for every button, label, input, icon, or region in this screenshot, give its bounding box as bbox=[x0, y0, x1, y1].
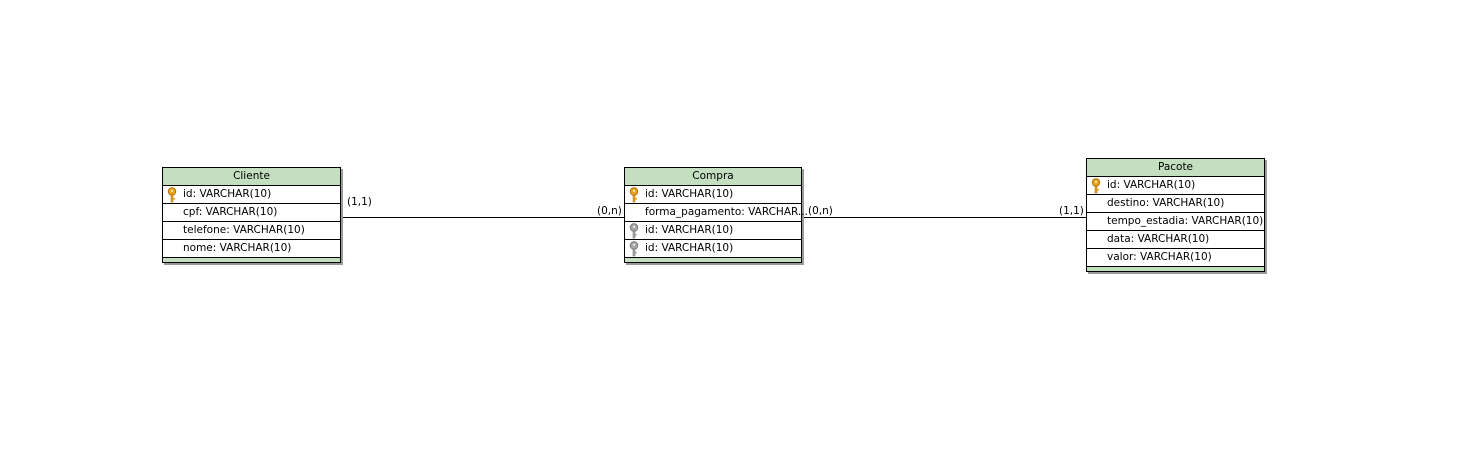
relationship-line-cliente-compra[interactable] bbox=[341, 217, 624, 218]
entity-title: Compra bbox=[625, 168, 801, 186]
entity-cliente[interactable]: Cliente id: VARCHAR(10) cpf: VARCHAR(10)… bbox=[162, 167, 341, 263]
attribute-text: data: VARCHAR(10) bbox=[1107, 233, 1210, 245]
attribute-text: id: VARCHAR(10) bbox=[1107, 179, 1196, 191]
attribute-text: id: VARCHAR(10) bbox=[645, 188, 734, 200]
attribute-text: destino: VARCHAR(10) bbox=[1107, 197, 1225, 209]
cardinality-compra-side-left: (0,n) bbox=[597, 205, 622, 217]
foreign-key-icon bbox=[629, 223, 639, 239]
attribute-text: tempo_estadia: VARCHAR(10) bbox=[1107, 215, 1264, 227]
entity-footer bbox=[163, 258, 340, 262]
attribute-row[interactable]: forma_pagamento: VARCHAR... bbox=[625, 204, 808, 222]
attribute-row[interactable]: nome: VARCHAR(10) bbox=[163, 240, 340, 258]
attribute-text: forma_pagamento: VARCHAR... bbox=[645, 206, 808, 218]
attribute-text: id: VARCHAR(10) bbox=[183, 188, 272, 200]
foreign-key-icon bbox=[629, 241, 639, 257]
entity-footer bbox=[625, 258, 801, 262]
attribute-row[interactable]: id: VARCHAR(10) bbox=[625, 222, 801, 240]
entity-compra[interactable]: Compra id: VARCHAR(10) forma_pagamento: … bbox=[624, 167, 808, 263]
attribute-row[interactable]: id: VARCHAR(10) bbox=[625, 186, 801, 204]
entity-footer bbox=[1087, 267, 1264, 271]
attribute-text: cpf: VARCHAR(10) bbox=[183, 206, 278, 218]
attribute-text: nome: VARCHAR(10) bbox=[183, 242, 292, 254]
attribute-row[interactable]: id: VARCHAR(10) bbox=[1087, 177, 1264, 195]
attribute-row[interactable]: telefone: VARCHAR(10) bbox=[163, 222, 340, 240]
attribute-row[interactable]: valor: VARCHAR(10) bbox=[1087, 249, 1264, 267]
attribute-row[interactable]: data: VARCHAR(10) bbox=[1087, 231, 1264, 249]
attribute-text: telefone: VARCHAR(10) bbox=[183, 224, 305, 236]
attribute-text: id: VARCHAR(10) bbox=[645, 224, 734, 236]
attribute-row[interactable]: cpf: VARCHAR(10) bbox=[163, 204, 340, 222]
relationship-line-compra-pacote[interactable] bbox=[801, 217, 1086, 218]
primary-key-icon bbox=[167, 187, 177, 203]
attribute-row[interactable]: id: VARCHAR(10) bbox=[163, 186, 340, 204]
cardinality-pacote-side: (1,1) bbox=[1059, 205, 1084, 217]
entity-title: Cliente bbox=[163, 168, 340, 186]
attribute-row[interactable]: id: VARCHAR(10) bbox=[625, 240, 801, 258]
cardinality-compra-side-right: (0,n) bbox=[808, 205, 833, 217]
primary-key-icon bbox=[1091, 178, 1101, 194]
entity-title: Pacote bbox=[1087, 159, 1264, 177]
attribute-text: valor: VARCHAR(10) bbox=[1107, 251, 1212, 263]
attribute-text: id: VARCHAR(10) bbox=[645, 242, 734, 254]
attribute-row[interactable]: destino: VARCHAR(10) bbox=[1087, 195, 1264, 213]
entity-pacote[interactable]: Pacote id: VARCHAR(10) destino: VARCHAR(… bbox=[1086, 158, 1265, 272]
cardinality-cliente-side: (1,1) bbox=[347, 196, 372, 208]
primary-key-icon bbox=[629, 187, 639, 203]
attribute-row[interactable]: tempo_estadia: VARCHAR(10) bbox=[1087, 213, 1264, 231]
